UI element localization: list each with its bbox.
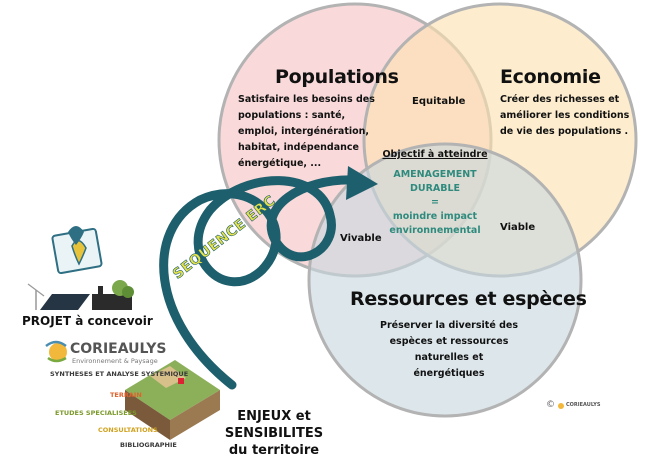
method-consultations: CONSULTATIONS: [98, 426, 158, 434]
spiral-arrow-head: [346, 166, 378, 200]
center-line-3: moindre impact: [392, 211, 478, 222]
method-biblio: BIBLIOGRAPHIE: [120, 441, 177, 449]
ressources-description: Préserver la diversité des espèces et re…: [380, 320, 518, 379]
method-terrain: TERRAIN: [110, 391, 142, 399]
center-line-4: environnemental: [389, 225, 481, 236]
center-objective: AMENAGEMENT DURABLE = moindre impact env…: [375, 168, 495, 238]
projet-label: PROJET à concevoir: [22, 314, 153, 328]
economie-description: Créer des richesses et améliorer les con…: [500, 94, 630, 137]
populations-title: Populations: [275, 66, 399, 88]
logo-tagline: Environnement & Paysage: [72, 357, 158, 365]
copyright-logo-icon: [558, 403, 564, 409]
enjeux-line-1: ENJEUX et SENSIBILITES: [224, 409, 324, 441]
enjeux-line-2: du territoire: [228, 443, 320, 458]
method-etudes: ETUDES SPECIALISEES: [55, 409, 137, 417]
center-line-2: =: [431, 197, 439, 208]
economie-title: Economie: [500, 66, 601, 88]
territory-block-icon: [125, 360, 220, 440]
enjeux-label: ENJEUX et SENSIBILITES du territoire: [204, 408, 344, 459]
populations-description: Satisfaire les besoins des populations :…: [238, 94, 375, 169]
center-line-1: AMENAGEMENT DURABLE: [393, 169, 477, 194]
copyright-brand: CORIEAULYS: [566, 402, 601, 408]
spiral-arrow: [159, 175, 360, 390]
corieaulys-logo-icon: [45, 340, 67, 363]
ressources-title: Ressources et espèces: [350, 288, 587, 310]
center-heading: Objectif à atteindre: [382, 149, 488, 160]
ressources-circle: [307, 142, 583, 418]
factory-icon: [92, 280, 134, 310]
copyright-symbol: ©: [546, 400, 555, 410]
logo-name: CORIEAULYS: [70, 341, 167, 357]
zone-equitable: Equitable: [412, 96, 466, 107]
zone-vivable: Vivable: [340, 233, 382, 244]
map-pin-icon: [51, 226, 103, 275]
method-synthese: SYNTHESES ET ANALYSE SYSTEMIQUE: [50, 370, 189, 378]
zone-viable: Viable: [500, 222, 536, 233]
solar-panels-icon: [27, 283, 90, 310]
